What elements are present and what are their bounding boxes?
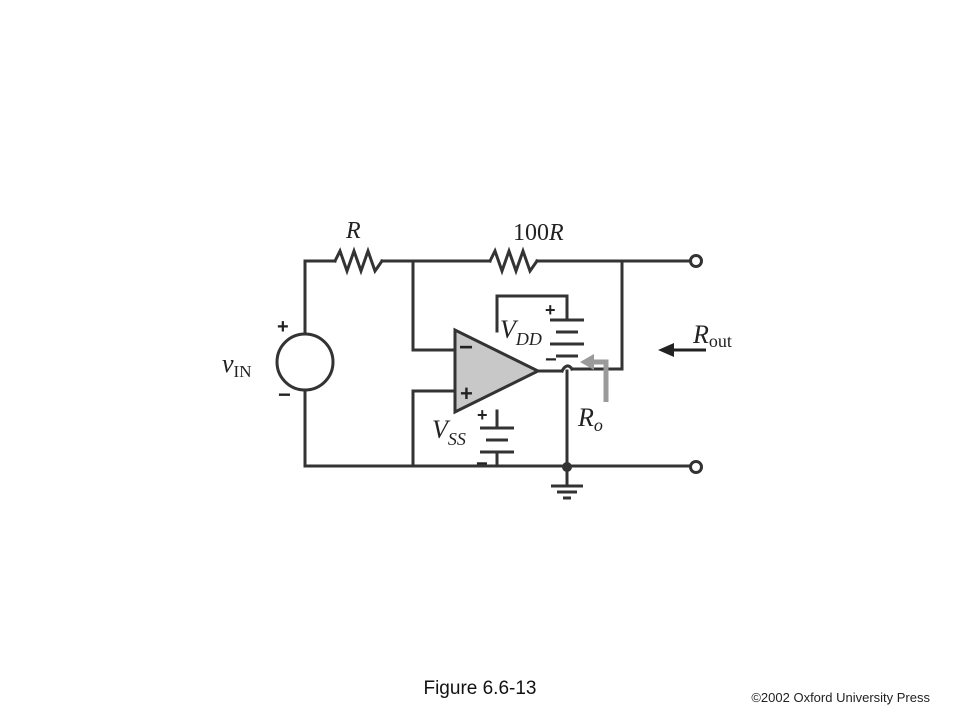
label-ro: Ro [577,403,603,435]
label-vin-sub: IN [234,362,252,381]
wire-inverting-input [411,259,457,352]
output-terminal-top [689,254,703,268]
label-resistor-100r: 100R [513,220,564,246]
vin-plus-sign: + [277,316,289,338]
vdd-minus-sign: − [545,349,557,371]
vdd-plus-sign: + [545,300,556,320]
resistor-100r [487,246,540,276]
figure-caption: Figure 6.6-13 [423,678,537,699]
label-vss: VSS [432,415,466,449]
label-vin: vIN [222,349,252,381]
copyright-notice: ©2002 Oxford University Press [751,690,930,705]
label-vdd-sub: DD [515,329,542,349]
vss-minus-sign: − [476,453,488,475]
vin-minus-sign: − [278,382,291,407]
label-vin-main: v [222,349,234,378]
label-vss-main: V [432,415,451,444]
label-rout-sub: out [709,331,732,351]
label-rout: Rout [692,320,732,351]
wire-left-top [303,259,337,468]
opamp-minus-sign: − [459,334,473,361]
output-terminal-bottom [689,460,703,474]
ro-arrow-shaft [592,359,609,402]
wire-noninverting-input [411,389,457,468]
vss-plus-sign: + [477,405,488,425]
wire-crossover [559,364,575,374]
label-vss-sub: SS [448,429,466,449]
label-vdd-main: V [500,315,519,344]
label-ro-main: R [577,403,594,432]
label-vdd: VDD [500,315,542,349]
voltage-source-vin [275,332,335,392]
wire-vdd-top [495,294,569,333]
label-100r-number: 100 [513,220,549,246]
opamp-triangle [453,327,542,415]
label-resistor-r: R [345,218,361,244]
opamp-plus-sign: + [460,381,473,406]
label-rout-main: R [692,320,709,349]
ro-arrow-head [580,354,594,370]
rout-arrow-head [658,343,674,357]
label-100r-variable: R [548,220,564,246]
resistor-r [332,246,385,276]
label-ro-sub: o [594,415,603,435]
wire-output-feedback [570,259,624,371]
